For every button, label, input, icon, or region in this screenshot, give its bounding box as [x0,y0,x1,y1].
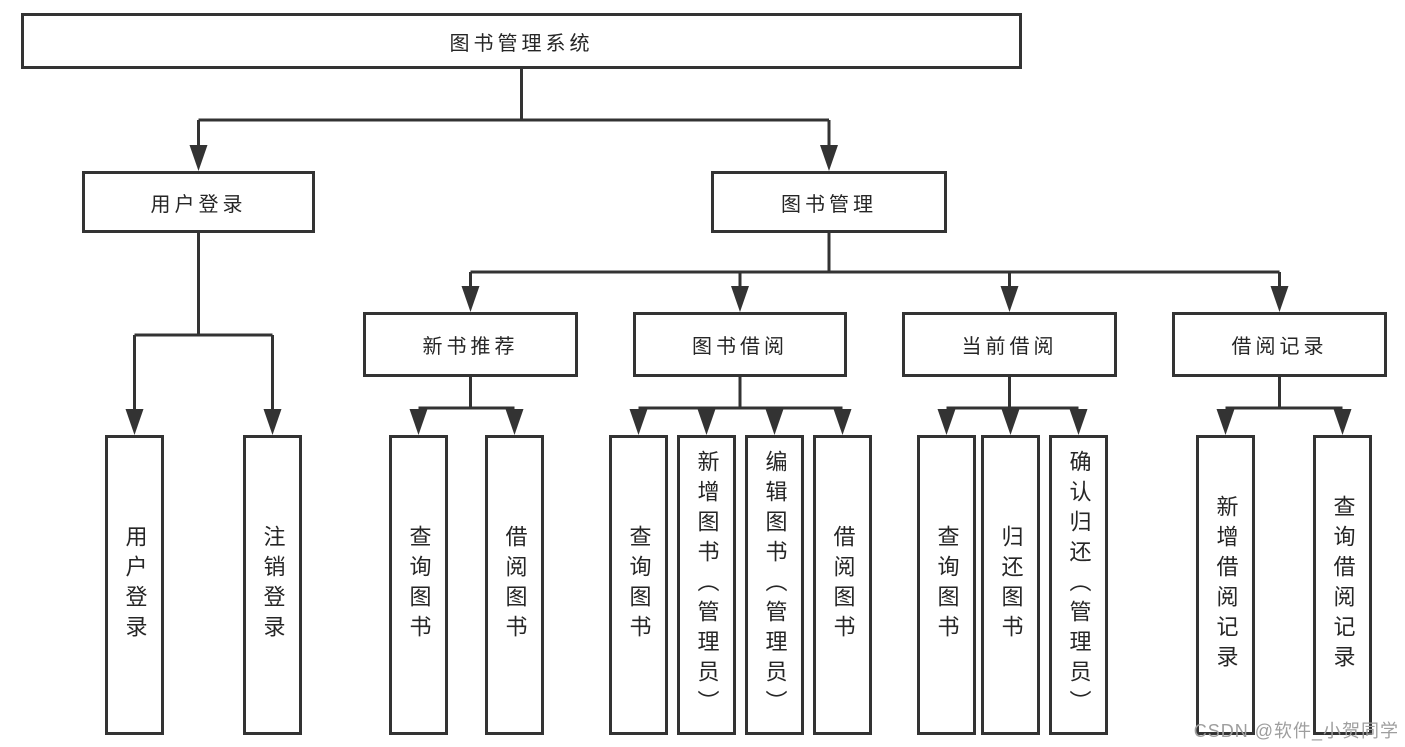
node-label: 图书管理 [781,193,877,216]
node-label: 用户登录 [122,525,148,645]
leaf-query-books-current: 查询图书 [917,435,976,735]
node-label: 新书推荐 [422,336,519,358]
node-library-management-system: 图书管理系统 [21,13,1022,69]
node-label: 查询图书 [934,525,960,645]
leaf-borrow-books: 借阅图书 [813,435,872,735]
node-label: 新增图书（管理员） [694,450,720,720]
node-current-borrowing: 当前借阅 [902,312,1117,377]
node-label: 借阅图书 [502,525,528,645]
node-label: 编辑图书（管理员） [762,450,788,720]
node-label: 查询图书 [626,525,652,645]
leaf-query-books-borrowing: 查询图书 [609,435,668,735]
node-label: 归还图书 [998,525,1024,645]
node-label: 借阅图书 [830,525,856,645]
node-label: 确认归还（管理员） [1066,450,1092,720]
node-label: 用户登录 [150,193,247,216]
node-borrowing-records: 借阅记录 [1172,312,1387,377]
leaf-return-books: 归还图书 [981,435,1040,735]
leaf-logout: 注销登录 [243,435,302,735]
leaf-add-borrow-record: 新增借阅记录 [1196,435,1255,735]
node-user-login: 用户登录 [82,171,315,233]
leaf-query-borrow-record: 查询借阅记录 [1313,435,1372,735]
leaf-edit-books-admin: 编辑图书（管理员） [745,435,804,735]
node-label: 图书管理系统 [449,32,594,55]
node-label: 当前借阅 [961,336,1058,358]
arrowheads [125,145,1352,435]
leaf-add-books-admin: 新增图书（管理员） [677,435,736,735]
node-label: 新增借阅记录 [1213,495,1239,675]
node-label: 查询借阅记录 [1330,495,1356,675]
node-label: 注销登录 [260,525,286,645]
node-book-management: 图书管理 [711,171,947,233]
leaf-query-books-recommend: 查询图书 [389,435,448,735]
csdn-watermark: CSDN @软件_小贺同学 [1193,721,1399,741]
node-label: 图书借阅 [692,336,788,358]
node-label: 借阅记录 [1231,336,1328,358]
leaf-user-login: 用户登录 [105,435,164,735]
leaf-borrow-books-recommend: 借阅图书 [485,435,544,735]
node-new-book-recommendation: 新书推荐 [363,312,578,377]
node-label: 查询图书 [406,525,432,645]
node-book-borrowing: 图书借阅 [633,312,847,377]
leaf-confirm-return-admin: 确认归还（管理员） [1049,435,1108,735]
